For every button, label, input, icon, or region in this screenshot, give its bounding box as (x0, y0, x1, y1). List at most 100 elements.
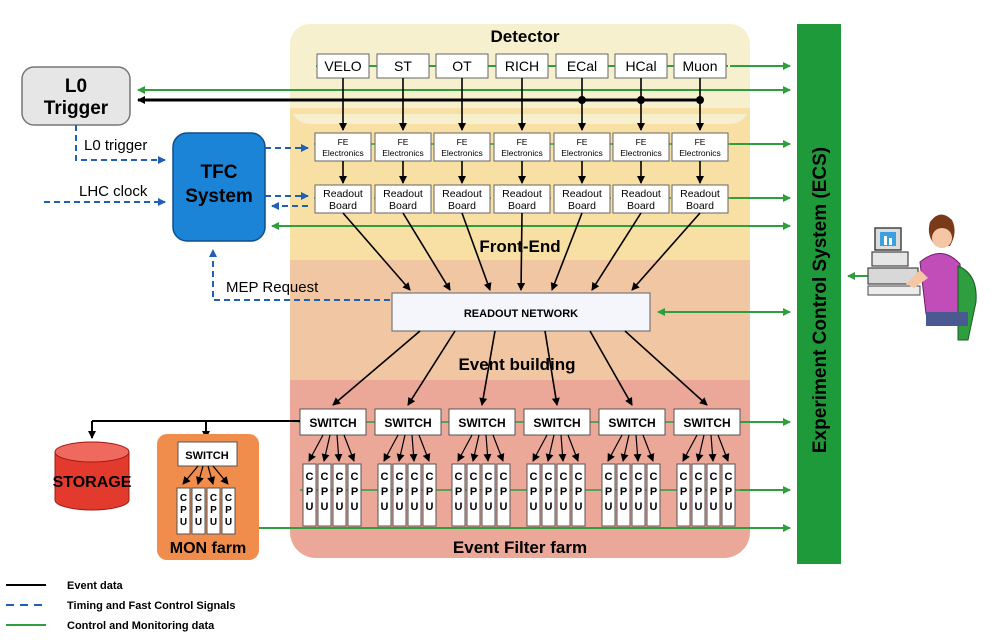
detector-label: ECal (567, 58, 597, 74)
cpu-node: CPU (616, 463, 631, 527)
cpu-letter: P (725, 486, 732, 498)
cpu-letter: C (725, 471, 733, 483)
detector-velo: VELO (316, 53, 370, 79)
rb-line1: Readout (621, 188, 661, 200)
timing-lines (44, 125, 390, 301)
cpu-node: CPU (541, 463, 556, 527)
fe-line1: FE (517, 137, 528, 147)
rb-line2: Board (508, 200, 536, 212)
cpu-letter: P (336, 486, 343, 498)
cpu-letter: P (210, 505, 217, 516)
detector-hcal: HCal (614, 53, 668, 79)
cpu-letter: U (180, 517, 187, 528)
cpu-letter: C (695, 471, 703, 483)
readout-network-arrows (332, 212, 708, 406)
cpu-letter: U (351, 501, 359, 513)
cpu-letter: P (635, 486, 642, 498)
cpu-letter: U (605, 501, 613, 513)
cpu-letter: C (545, 471, 553, 483)
fe-line1: FE (398, 137, 409, 147)
cpu-node: CPU (332, 463, 347, 527)
cpu-letter: U (195, 517, 202, 528)
trigger-tap-dot (696, 96, 704, 104)
cpu-letter: P (455, 486, 462, 498)
cpu-node: CPU (721, 463, 736, 527)
storage-cylinder (54, 441, 130, 511)
cpu-letter: P (485, 486, 492, 498)
cpu-letter: P (321, 486, 328, 498)
cpu-letter: P (180, 505, 187, 516)
cpu-letter: C (635, 471, 643, 483)
cpu-node: CPU (407, 463, 422, 527)
control-lines (137, 62, 885, 532)
rb-line2: Board (448, 200, 476, 212)
switch-box: SWITCH (374, 408, 442, 436)
readout-network-box (391, 292, 651, 332)
cpu-letter: U (321, 501, 329, 513)
mep-request-label: MEP Request (226, 279, 319, 296)
cpu-letter: C (530, 471, 538, 483)
fe-line2: Electronics (679, 148, 721, 158)
cpu-letter: U (680, 501, 688, 513)
rb-line2: Board (389, 200, 417, 212)
trigger-tap-dot (637, 96, 645, 104)
cpu-letter: P (560, 486, 567, 498)
cpu-letter: U (381, 501, 389, 513)
cpu-node: CPU (392, 463, 407, 527)
tfc-system-box (172, 132, 266, 242)
cpu-node: CPU (706, 463, 721, 527)
cpu-letter: P (500, 486, 507, 498)
cpu-letter: P (426, 486, 433, 498)
cpu-letter: C (650, 471, 658, 483)
cpu-node: CPU (451, 463, 466, 527)
tfc-line1: TFC (201, 162, 238, 183)
switch-label: SWITCH (384, 416, 431, 430)
cpu-letter: C (485, 471, 493, 483)
switch-label: SWITCH (533, 416, 580, 430)
cpu-letter: C (575, 471, 583, 483)
cpu-letter: C (210, 493, 217, 504)
fe-line2: Electronics (441, 148, 483, 158)
cpu-letter: P (195, 505, 202, 516)
cpu-letter: U (635, 501, 643, 513)
mon-cpu-node: CPU (176, 487, 191, 535)
l0-trigger-signal-label: L0 trigger (84, 137, 147, 154)
trigger-tap-dot (578, 96, 586, 104)
cpu-letter: P (695, 486, 702, 498)
cpu-node: CPU (481, 463, 496, 527)
legend-control-label: Control and Monitoring data (67, 620, 215, 632)
fe-line2: Electronics (322, 148, 364, 158)
cpu-node: CPU (496, 463, 511, 527)
mon-cpu-node: CPU (206, 487, 221, 535)
rb-line1: Readout (383, 188, 423, 200)
cpu-letter: C (710, 471, 718, 483)
cpu-node: CPU (676, 463, 691, 527)
cpu-node: CPU (302, 463, 317, 527)
detector-label: OT (452, 58, 472, 74)
detector-label: HCal (625, 58, 656, 74)
cpu-letter: U (620, 501, 628, 513)
cpu-letter: P (351, 486, 358, 498)
operator-at-computer-icon (867, 214, 977, 341)
fe-line2: Electronics (620, 148, 662, 158)
switch-label: SWITCH (608, 416, 655, 430)
detector-title: Detector (491, 27, 560, 46)
cpu-letter: U (695, 501, 703, 513)
detector-label: RICH (505, 58, 539, 74)
cpu-node: CPU (691, 463, 706, 527)
cpu-letter: C (396, 471, 404, 483)
rb-line2: Board (568, 200, 596, 212)
l0-trigger-line2: Trigger (44, 98, 109, 119)
cpu-letter: P (411, 486, 418, 498)
cpu-node: CPU (631, 463, 646, 527)
fe-line1: FE (577, 137, 588, 147)
cpu-letter: C (336, 471, 344, 483)
